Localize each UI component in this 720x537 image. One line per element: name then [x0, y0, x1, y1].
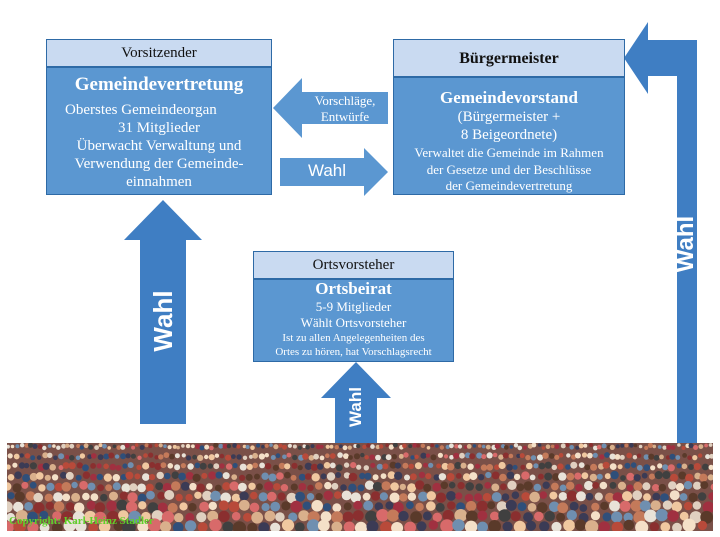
vorschlaege-line-2: Entwürfe — [320, 109, 370, 124]
wahl-right-label: Wahl — [307, 161, 347, 180]
gemeindevorstand-line-2: 8 Beigeordnete) — [460, 127, 558, 143]
vorschlaege-arrow — [273, 78, 388, 138]
gemeindevertretung-line-2: 31 Mitglieder — [117, 120, 201, 136]
wahl-right-elbow-arrow — [624, 22, 697, 445]
buergermeister-header: Bürgermeister — [393, 39, 625, 77]
ortsvorsteher-header: Ortsvorsteher — [253, 251, 454, 279]
wahl-left-up-arrow — [124, 200, 202, 424]
gemeindevorstand-line-3: Verwaltet die Gemeinde im Rahmen — [414, 145, 604, 160]
ortsbeirat-line-3: Ist zu allen Angelegenheiten des — [282, 332, 425, 344]
copyright-text: Copyright: Karl-Heinz Stadler — [9, 515, 154, 527]
wahl-right-arrow — [280, 148, 388, 196]
wahl-right-up-label: Wahl — [672, 215, 699, 273]
vorsitzender-header: Vorsitzender — [46, 39, 272, 67]
wahl-left-up-label: Wahl — [148, 290, 178, 352]
gemeindevertretung-title: Gemeindevertretung — [74, 74, 244, 95]
wahl-center-up-arrow — [321, 362, 391, 445]
gemeindevertretung-body: Gemeindevertretung Oberstes Gemeindeorga… — [46, 67, 272, 195]
ortsbeirat-title: Ortsbeirat — [315, 279, 392, 298]
gemeindevorstand-body: Gemeindevorstand (Bürgermeister + 8 Beig… — [393, 77, 625, 195]
gemeindevertretung-line-5: einnahmen — [126, 174, 192, 190]
gemeindevertretung-line-3: Überwacht Verwaltung und — [76, 138, 242, 154]
ortsbeirat-line-1: 5-9 Mitglieder — [315, 299, 392, 314]
ortsbeirat-line-4: Ortes zu hören, hat Vorschlagsrecht — [275, 346, 432, 358]
gemeindevorstand-line-4: der Gesetze und der Beschlüsse — [426, 162, 592, 177]
vorschlaege-label: Vorschläge, Entwürfe — [302, 93, 388, 125]
gemeindevertretung-line-1: Oberstes Gemeindeorgan — [65, 102, 217, 118]
vorschlaege-line-1: Vorschläge, — [314, 93, 376, 108]
gemeindevorstand-title: Gemeindevorstand — [440, 88, 578, 107]
ortsbeirat-body: Ortsbeirat 5-9 Mitglieder Wählt Ortsvors… — [253, 279, 454, 362]
wahl-center-up-label: Wahl — [346, 387, 365, 427]
gemeindevorstand-line-1: (Bürgermeister + — [457, 109, 561, 125]
gemeindevorstand-line-5: der Gemeindevertretung — [445, 178, 573, 193]
gemeindevertretung-line-4: Verwendung der Gemeinde- — [74, 156, 244, 172]
ortsbeirat-line-2: Wählt Ortsvorsteher — [300, 315, 407, 330]
crowd-image — [7, 443, 713, 531]
crowd-picture — [7, 443, 713, 531]
